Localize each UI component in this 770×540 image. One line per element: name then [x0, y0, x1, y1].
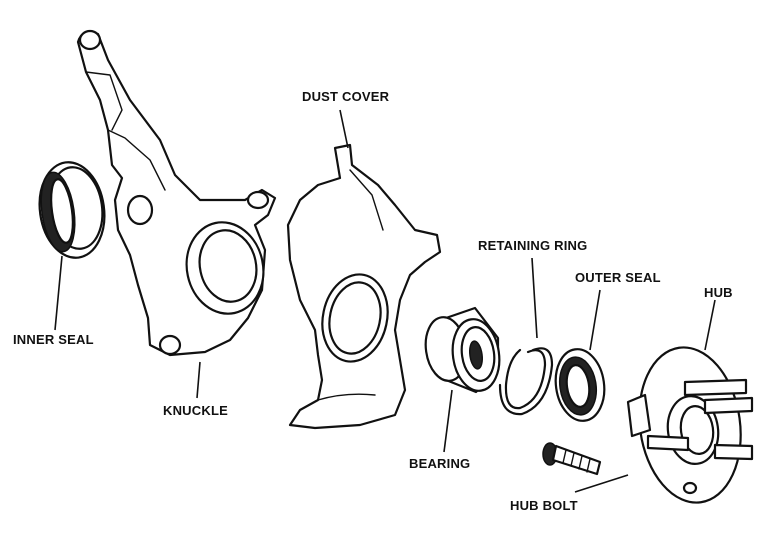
label-inner-seal: INNER SEAL: [13, 332, 94, 347]
hub-bolt-part: [542, 442, 629, 493]
label-hub-bolt: HUB BOLT: [510, 498, 578, 513]
label-hub: HUB: [704, 285, 733, 300]
label-outer-seal: OUTER SEAL: [575, 270, 661, 285]
hub-part: [626, 299, 754, 504]
label-dust-cover: DUST COVER: [302, 89, 390, 104]
label-bearing: BEARING: [409, 456, 471, 471]
label-knuckle: KNUCKLE: [163, 403, 228, 418]
dust-cover-part: [286, 109, 442, 430]
bearing-part: [424, 306, 501, 453]
inner-seal-part: [38, 161, 106, 331]
knuckle-part: [76, 29, 277, 399]
retaining-ring-part: [498, 257, 554, 416]
label-retaining-ring: RETAINING RING: [478, 238, 588, 253]
outer-seal-part: [554, 289, 606, 422]
